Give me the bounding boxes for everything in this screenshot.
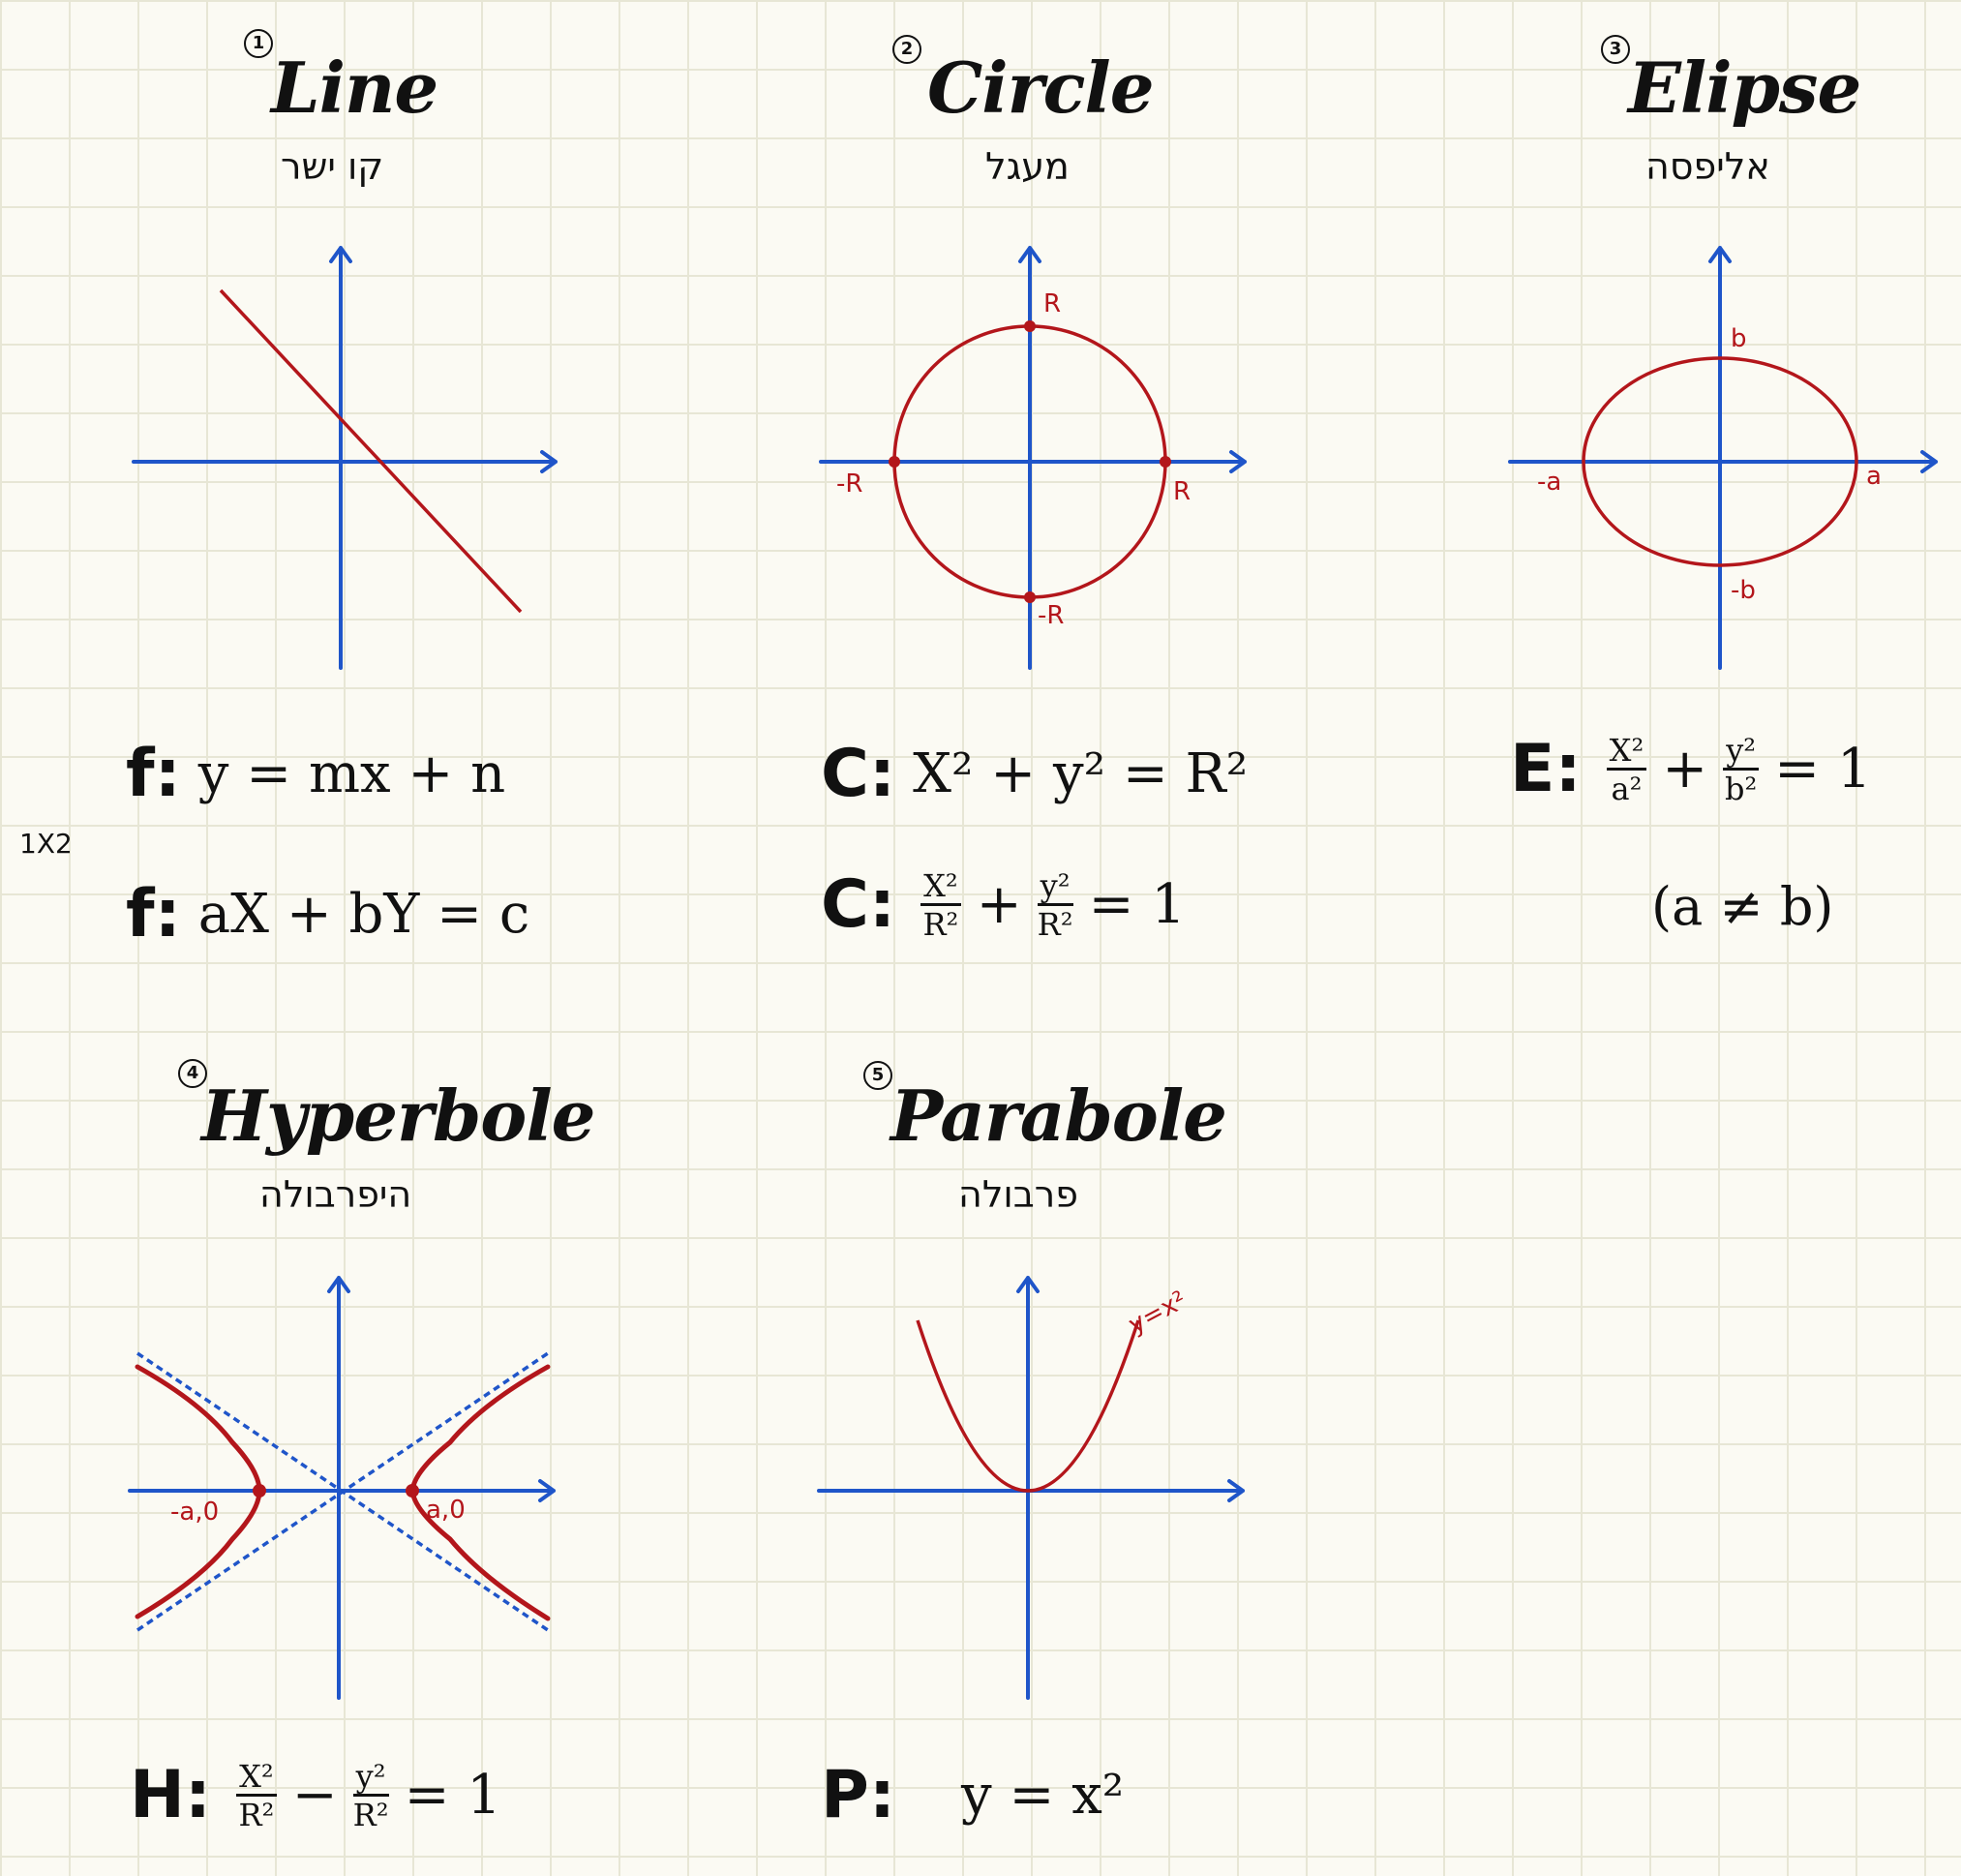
hyperbola-vertex-right <box>406 1484 419 1498</box>
eq-circle-1: C:X² + y² = R² <box>821 736 1249 812</box>
title-parabola: Parabole <box>890 1074 1227 1157</box>
hebrew-line: קו ישר <box>281 145 384 188</box>
hebrew-hyperbola: היפרבולה <box>259 1173 412 1216</box>
hebrew-ellipse: אליפסה <box>1645 145 1770 188</box>
eq-line-2: f:aX + bY = c <box>126 876 530 953</box>
circle-label-bottom: -R <box>1038 601 1064 630</box>
hyperbola-vertex-left <box>253 1484 266 1498</box>
circle-point-right <box>1160 456 1171 468</box>
ellipse-condition: (a ≠ b) <box>1651 876 1834 937</box>
asymptote-2 <box>136 1351 549 1632</box>
ellipse-curve <box>1582 356 1858 567</box>
hyperbola-label-right: a,0 <box>426 1496 466 1525</box>
eq-parabola-1: P:y = x² <box>821 1757 1125 1833</box>
parabola-curve <box>916 1319 1140 1493</box>
hyperbola-label-left: -a,0 <box>170 1498 219 1527</box>
circle-point-top <box>1024 320 1036 332</box>
panel-number-hyperbola: 4 <box>178 1057 207 1088</box>
panel-number-line: 1 <box>244 27 273 58</box>
axes-ellipse <box>1508 246 1938 670</box>
ellipse-label-top: b <box>1731 324 1747 353</box>
circle-label-right: R <box>1173 477 1191 506</box>
panel-number-parabola: 5 <box>863 1059 892 1090</box>
hebrew-circle: מעגל <box>985 145 1070 188</box>
title-hyperbola: Hyperbole <box>201 1074 595 1157</box>
title-ellipse: Elipse <box>1628 46 1861 129</box>
eq-line-1: f:y = mx + n <box>126 736 506 812</box>
title-circle: Circle <box>927 46 1155 129</box>
side-note: 1X2 <box>19 828 73 860</box>
ellipse-label-left: -a <box>1537 468 1561 497</box>
circle-point-left <box>889 456 900 468</box>
ellipse-label-bottom: -b <box>1731 576 1756 605</box>
line-curve <box>219 288 523 614</box>
axes-line <box>132 246 558 670</box>
title-line: Line <box>271 46 438 129</box>
panel-number-ellipse: 3 <box>1601 33 1630 64</box>
parabola-label-curve: y=x² <box>1124 1286 1192 1340</box>
axes-parabola <box>817 1276 1245 1700</box>
ellipse-label-right: a <box>1866 462 1882 491</box>
hebrew-parabola: פרבולה <box>958 1173 1078 1216</box>
circle-label-top: R <box>1043 289 1061 318</box>
panel-number-circle: 2 <box>892 33 921 64</box>
circle-label-left: -R <box>836 469 862 499</box>
circle-point-bottom <box>1024 591 1036 603</box>
